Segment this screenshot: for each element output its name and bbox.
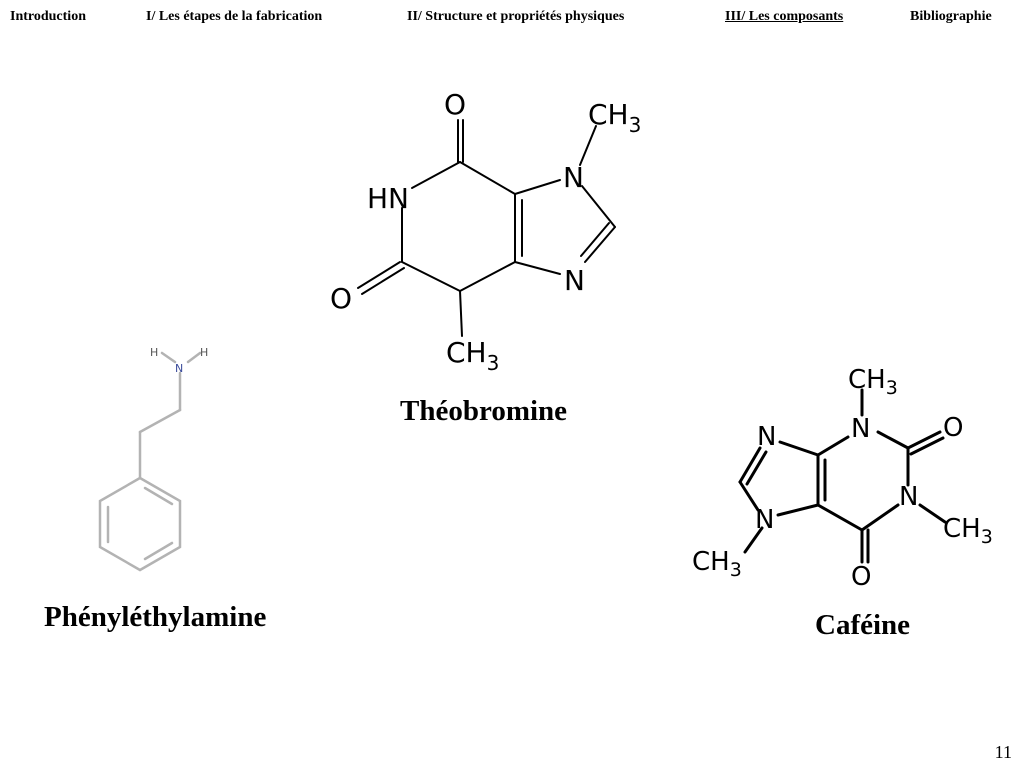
bond-n3-methyl: [918, 503, 947, 524]
atom-ch3-top: CH3: [588, 98, 641, 137]
atom-n-bottom-left: N: [755, 505, 774, 535]
bond-c2-o: [906, 430, 942, 450]
ring-double-bond-2: [143, 541, 174, 561]
page-number: 11: [994, 742, 1012, 762]
atom-o-top: O: [444, 88, 466, 121]
bond-c3-methyl: [459, 290, 463, 337]
theobromine-caption: Théobromine: [400, 395, 568, 427]
atom-n-left: N: [757, 422, 776, 452]
nav-link-structure-proprietes[interactable]: II/ Structure et propriétés physiques: [407, 9, 625, 24]
bond-n9-c5: [776, 503, 820, 517]
bond-c2-o-double: [909, 436, 945, 456]
nav-link-etapes-fabrication[interactable]: I/ Les étapes de la fabrication: [146, 9, 323, 24]
bond-c3-c4: [459, 261, 516, 292]
phenylethylamine-structure: H N H: [98, 346, 208, 572]
nav-link-introduction[interactable]: Introduction: [10, 9, 86, 24]
bond-n1-c2: [876, 430, 910, 450]
bond-n7-c8: [738, 446, 762, 484]
bond-c8-n9: [584, 226, 616, 263]
atom-hn: HN: [367, 182, 409, 215]
benzene-ring: [98, 476, 182, 572]
atom-o-bottom: O: [851, 562, 871, 592]
bond-c6-n7: [778, 440, 820, 457]
bond-n7-c8-double: [745, 450, 768, 486]
bond-n3-c4: [860, 503, 900, 532]
bond-c4-c5: [816, 503, 864, 532]
atom-n-top: N: [563, 161, 584, 194]
bond-n7-methyl: [579, 125, 597, 166]
bond-c2-c3: [401, 261, 461, 292]
atom-n-bottom: N: [564, 264, 585, 297]
bond-n-h-right: [186, 351, 202, 364]
atom-ch3-bottom: CH3: [446, 336, 499, 375]
atom-n-top: N: [851, 414, 870, 444]
theobromine-structure: O CH3 N HN N O CH3: [330, 88, 641, 375]
atom-ch3-top: CH3: [848, 365, 898, 399]
nav-link-composants[interactable]: III/ Les composants: [725, 9, 844, 24]
bond-n7-c8: [581, 185, 616, 228]
phenylethylamine-caption: Phényléthylamine: [44, 601, 267, 633]
atom-h-right: H: [200, 346, 208, 359]
bond-ch2-ch2: [138, 408, 182, 434]
bond-c6-n1: [411, 161, 461, 189]
bond-c4-n9: [514, 261, 561, 275]
bond-c6-n1: [816, 435, 850, 457]
bond-c8-n9: [738, 480, 760, 512]
bond-h-n-left: [160, 351, 177, 364]
bond-c2-o-double: [361, 267, 405, 295]
atom-ch3-right: CH3: [943, 514, 993, 548]
atom-o-left: O: [330, 282, 352, 315]
bond-n9-methyl: [743, 526, 764, 554]
cafeine-caption: Caféine: [815, 609, 911, 641]
atom-ch3-bottom: CH3: [692, 547, 742, 581]
cafeine-structure: CH3 N O N N CH3 N CH3 O: [692, 365, 993, 592]
bond-c5-n7: [514, 179, 561, 195]
atom-n: N: [175, 362, 183, 375]
ring-double-bond-1: [143, 486, 174, 506]
atom-o-right: O: [943, 413, 963, 443]
nav-link-bibliographie[interactable]: Bibliographie: [910, 9, 992, 24]
atom-n-right: N: [899, 482, 918, 512]
bond-c2-o: [357, 261, 401, 289]
bond-c6-c5: [459, 161, 516, 195]
atom-h-left: H: [150, 346, 158, 359]
bond-c8-n9-double: [580, 222, 610, 257]
